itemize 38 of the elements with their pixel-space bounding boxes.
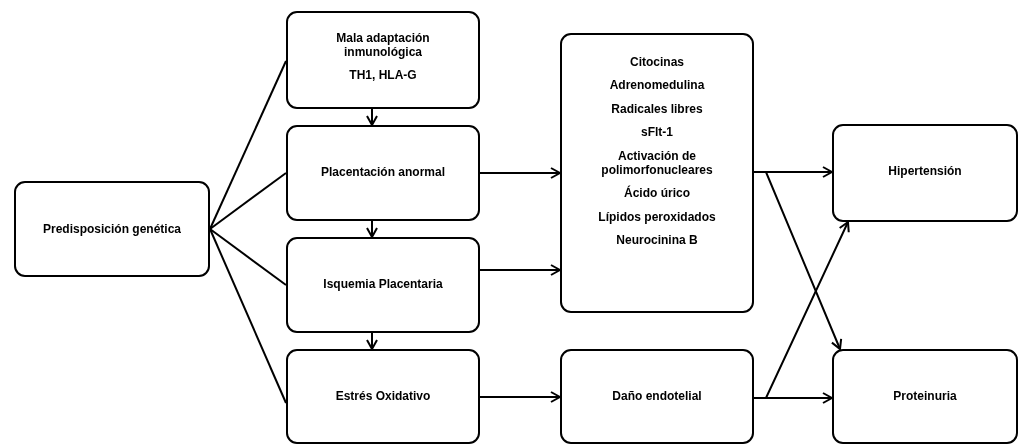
node-text: Isquemia Placentaria xyxy=(323,277,443,292)
arrow xyxy=(366,220,378,238)
node-text: sFlt-1 xyxy=(641,125,673,140)
node-text: TH1, HLA-G xyxy=(349,67,417,83)
connector-line xyxy=(209,228,287,404)
node-text: Lípidos peroxidados xyxy=(598,209,716,225)
arrow xyxy=(753,221,850,399)
node-text: Hipertensión xyxy=(888,164,962,179)
node-text: Daño endotelial xyxy=(612,389,702,404)
process-box xyxy=(560,349,754,444)
node-text: Adrenomedulina xyxy=(609,78,705,93)
arrow xyxy=(479,264,561,276)
node-text: Neurocinina B xyxy=(616,233,698,248)
arrow xyxy=(366,332,378,350)
process-box xyxy=(14,181,210,277)
factor-list-box xyxy=(560,33,754,313)
process-box xyxy=(832,349,1018,444)
connector-line xyxy=(209,60,287,230)
node-text: Radicales libres xyxy=(611,101,703,117)
process-box xyxy=(286,11,480,109)
arrow xyxy=(479,167,561,179)
process-box xyxy=(286,237,480,333)
arrow xyxy=(479,391,561,403)
node-text: Placentación anormal xyxy=(320,165,445,180)
node-text: Mala adaptación inmunológica xyxy=(335,31,431,60)
connector-line xyxy=(209,228,287,286)
node-text: Predisposición genética xyxy=(42,221,181,237)
node-text: Estrés Oxidativo xyxy=(335,389,431,404)
connector-line xyxy=(209,172,287,230)
process-box xyxy=(832,124,1018,222)
node-text: Citocinas xyxy=(630,55,684,70)
node-text: Activación de polimorfonucleares xyxy=(600,148,714,178)
node-text: Ácido úrico xyxy=(624,186,690,201)
process-box xyxy=(286,125,480,221)
node-text: Proteinuria xyxy=(893,389,957,404)
arrow xyxy=(753,171,843,350)
arrow xyxy=(366,108,378,126)
process-box xyxy=(286,349,480,444)
